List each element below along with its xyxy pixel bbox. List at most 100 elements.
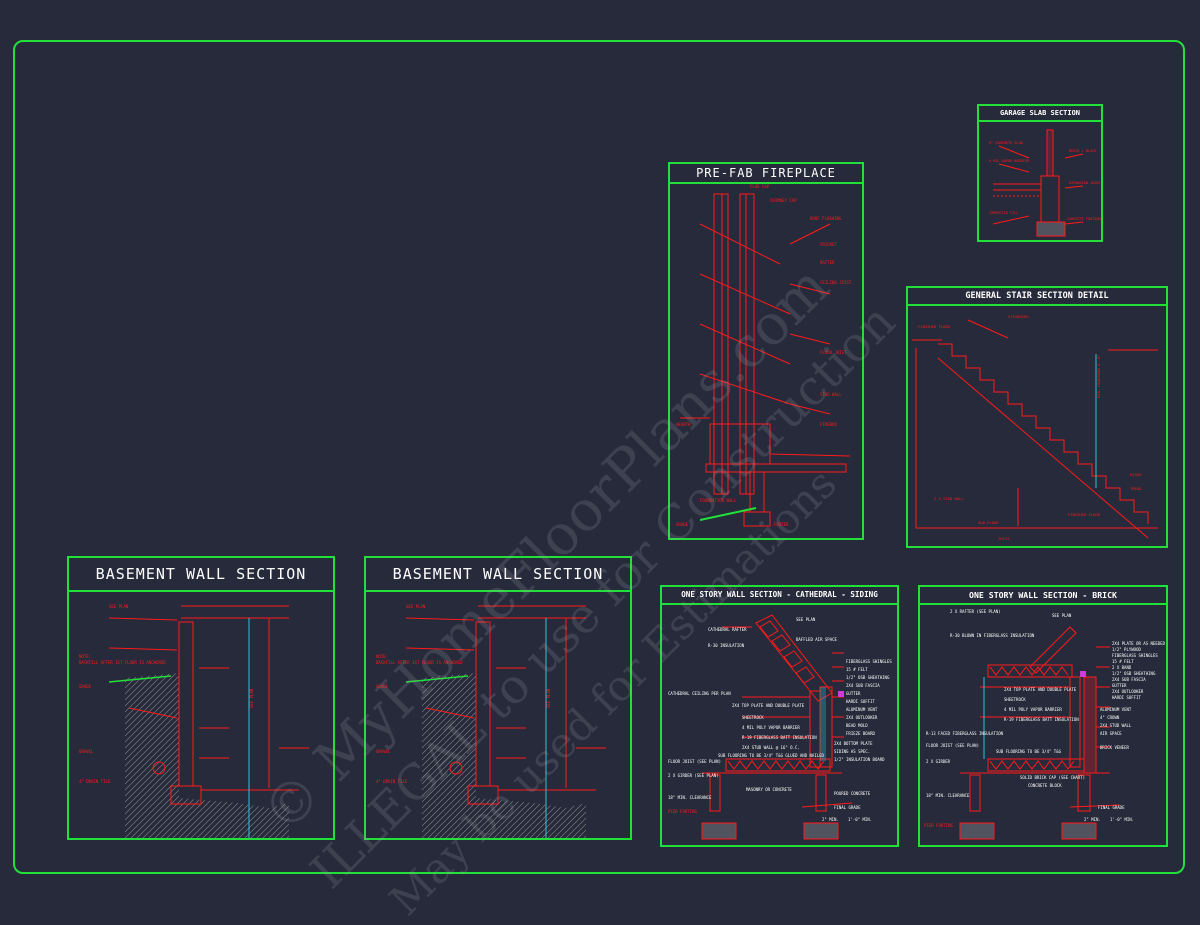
- brick-note-text: SUB FLOORING TO BE 3/4" T&G: [996, 749, 1062, 754]
- stair-note-text: FINISHED FLOOR: [1068, 512, 1101, 517]
- fireplace-note-text: FLUE CAP: [750, 184, 770, 189]
- stair-note-text: TREAD: [1130, 486, 1142, 491]
- cathedral-note-text: GUTTER: [846, 691, 861, 696]
- brick-note-text: 2 X BAND: [1112, 665, 1132, 670]
- brick-drawing: 2 X RAFTER (SEE PLAN) R-30 BLOWN IN FIBE…: [924, 609, 1166, 840]
- fireplace-note-text: CEILING JOIST: [820, 280, 852, 285]
- brick-note-text: 1/2" PLYWOOD: [1112, 647, 1141, 652]
- fireplace-note-text: STUD WALL: [820, 392, 842, 397]
- fireplace-note-text: RAFTER: [820, 260, 835, 265]
- cathedral-note-text: SHEETROCK: [742, 715, 764, 720]
- basement-wall-section-panel-1: BASEMENT WALL SECTION S: [67, 556, 335, 840]
- brick-note-text: 2" MIN.: [1084, 817, 1101, 822]
- brick-note-text: 1/2" OSB SHEATHING: [1112, 671, 1156, 676]
- stair-note-text: RISER: [1130, 472, 1142, 477]
- cathedral-note-text: 2X4 TOP PLATE AND DOUBLE PLATE: [732, 703, 805, 708]
- basement-drawing-2: SEE PLAN GRADE GRAVEL NOTE: BACKFILL AFT…: [376, 604, 606, 838]
- garage-note-text: COMPACTED FILL: [989, 211, 1019, 215]
- cathedral-note-text: SEE PLAN: [796, 617, 816, 622]
- stair-note-text: FINISHED FLOOR: [918, 324, 951, 329]
- cathedral-note-text: PIER FOOTING: [668, 809, 697, 814]
- brick-note-text: 2X4 SUB FASCIA: [1112, 677, 1146, 682]
- fireplace-note-text: ROOF FLASHING: [810, 216, 842, 221]
- brick-note-text: ALUMINUM VENT: [1100, 707, 1132, 712]
- brick-note-text: SOLID BRICK CAP (SEE CHART): [1020, 775, 1085, 780]
- basement-note-text: NOTE:: [376, 654, 388, 659]
- brick-note-text: 2 X GIRDER: [926, 759, 951, 764]
- stair-note-text: 2 X STUD WALL: [934, 496, 964, 501]
- cathedral-note-text: FLOOR JOIST (SEE PLAN): [668, 759, 721, 764]
- fireplace-note-text: GRADE: [676, 522, 689, 527]
- cathedral-note-text: R-19 FIBERGLASS BATT INSULATION: [742, 735, 817, 740]
- garage-note-text: 6" CONCRETE SLAB: [989, 141, 1023, 145]
- cathedral-note-text: 2X4 STUD WALL @ 16" O.C.: [742, 745, 800, 750]
- stair-drawing: FINISHED FLOOR STRINGERS 2 X STUD WALL F…: [912, 314, 1158, 541]
- brick-note-text: FLOOR JOIST (SEE PLAN): [926, 743, 979, 748]
- cathedral-note-text: SIDING AS SPEC.: [834, 749, 870, 754]
- cathedral-note-text: 2X4 OUTLOOKER: [846, 715, 878, 720]
- brick-note-text: CONCRETE BLOCK: [1028, 783, 1062, 788]
- brick-note-text: 1'-0" MIN.: [1110, 817, 1134, 822]
- brick-note-text: R-30 BLOWN IN FIBERGLASS INSULATION: [950, 633, 1035, 638]
- cathedral-note-text: 15 # FELT: [846, 667, 868, 672]
- basement-note-text: 4" DRAIN TILE: [79, 779, 111, 784]
- cathedral-note-text: 2" MIN.: [822, 817, 839, 822]
- cathedral-note-text: 18" MIN. CLEARANCE: [668, 795, 712, 800]
- cathedral-note-text: HARDI SOFFIT: [846, 699, 875, 704]
- fireplace-note-text: FLOOR JOIST: [820, 350, 847, 355]
- basement-note-text: SEE PLAN: [249, 688, 254, 708]
- cathedral-note-text: BAFFLED AIR SPACE: [796, 637, 838, 642]
- brick-note-text: FINAL GRADE: [1098, 805, 1125, 810]
- cathedral-note-text: R-30 INSULATION: [708, 643, 745, 648]
- stair-note-text: STRINGERS: [1008, 314, 1029, 319]
- garage-note-text: 6 MIL VAPOR BARRIER: [989, 159, 1030, 163]
- basement-note-text: SEE PLAN: [406, 604, 426, 609]
- brick-note-text: GUTTER: [1112, 683, 1127, 688]
- brick-note-text: 18" MIN. CLEARANCE: [926, 793, 970, 798]
- basement-wall-section-title-1: BASEMENT WALL SECTION: [69, 558, 333, 592]
- cathedral-note-text: FIBERGLASS SHINGLES: [846, 659, 892, 664]
- brick-note-text: SHEETROCK: [1004, 697, 1026, 702]
- fireplace-note-text: FOUNDATION WALL: [700, 498, 737, 503]
- cathedral-note-text: BEAD MOLD: [846, 723, 868, 728]
- basement-note-text: GRADE: [376, 684, 389, 689]
- garage-slab-section-title: GARAGE SLAB SECTION: [979, 106, 1101, 122]
- prefab-fireplace-title: PRE-FAB FIREPLACE: [670, 164, 862, 184]
- basement-note-text: SEE PLAN: [109, 604, 129, 609]
- cathedral-note-text: 2 X GIRDER (SEE PLAN): [668, 773, 719, 778]
- cathedral-note-text: POURED CONCRETE: [834, 791, 871, 796]
- brick-note-text: 2X4 PLATE OR AS NEEDED: [1112, 641, 1166, 646]
- brick-note-text: BRICK VENEER: [1100, 745, 1129, 750]
- basement-note-text: BACKFILL AFTER 1ST FLOOR IS ANCHORED: [79, 660, 166, 665]
- cathedral-note-text: 1'-0" MIN.: [848, 817, 872, 822]
- cathedral-note-text: ALUMINUM VENT: [846, 707, 878, 712]
- cathedral-note-text: 1/2" OSB SHEATHING: [846, 675, 890, 680]
- garage-note-text: EXPANSION JOINT: [1069, 181, 1102, 185]
- stair-note-text: SUB FLOOR: [978, 520, 999, 525]
- basement-note-text: SEE PLAN: [546, 688, 551, 708]
- brick-note-text: 2X4 OUTLOOKER: [1112, 689, 1144, 694]
- basement-note-text: NOTE:: [79, 654, 91, 659]
- cathedral-note-text: 1/2" INSULATION BOARD: [834, 757, 885, 762]
- drawing-sheet-border: [13, 40, 1185, 874]
- cathedral-note-text: CATHEDRAL CEILING PER PLAN: [668, 691, 731, 696]
- fireplace-note-text: CRICKET: [820, 242, 837, 247]
- brick-note-text: 2X4 TOP PLATE AND DOUBLE PLATE: [1004, 687, 1077, 692]
- brick-note-text: 15 # FELT: [1112, 659, 1134, 664]
- fireplace-note-text: FOOTER: [774, 522, 789, 527]
- cathedral-siding-section-panel: ONE STORY WALL SECTION - CATHEDRAL - SID…: [660, 585, 899, 847]
- basement-note-text: 4" DRAIN TILE: [376, 779, 408, 784]
- brick-note-text: SEE PLAN: [1052, 613, 1072, 618]
- garage-note-text: CONCRETE FOOTING: [1067, 217, 1101, 221]
- fireplace-note-text: HEARTH: [676, 422, 691, 427]
- cathedral-note-text: 4 MIL POLY VAPOR BARRIER: [742, 725, 800, 730]
- basement-note-text: GRADE: [79, 684, 92, 689]
- fireplace-drawing: FLUE CAP CHIMNEY CAP ROOF FLASHING CRICK…: [676, 184, 852, 527]
- basement-note-text: GRAVEL: [79, 749, 94, 754]
- brick-note-text: HARDI SOFFIT: [1112, 695, 1141, 700]
- brick-note-text: AIR SPACE: [1100, 731, 1122, 736]
- brick-note-text: FIBERGLASS SHINGLES: [1112, 653, 1158, 658]
- basement-wall-section-panel-2: BASEMENT WALL SECTION SEE PLAN GRADE GRA…: [364, 556, 632, 840]
- basement-drawing-1: SEE PLAN GRADE GRAVEL NOTE: BACKFILL AFT…: [79, 604, 309, 838]
- stair-section-panel: GENERAL STAIR SECTION DETAIL FINISHED FL…: [906, 286, 1168, 548]
